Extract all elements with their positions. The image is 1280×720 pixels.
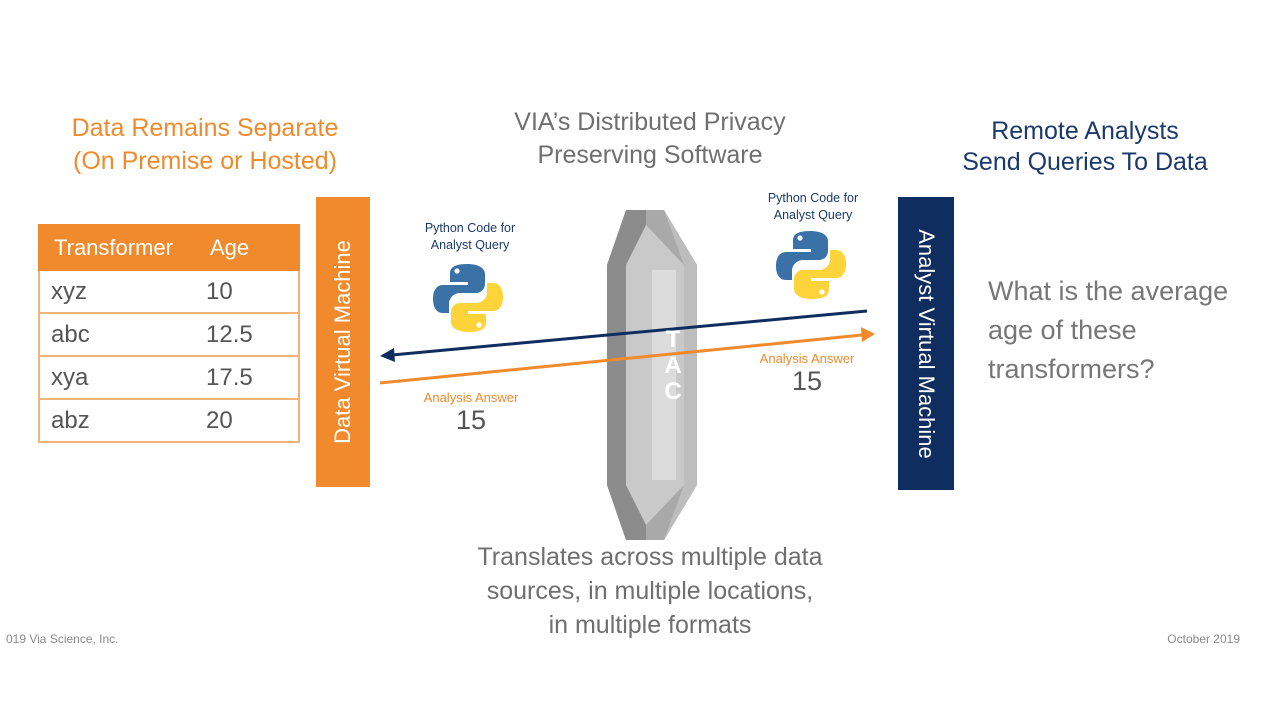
table-cell: 12.5	[195, 312, 300, 357]
tac-letter: A	[664, 352, 682, 379]
table-header-row: Transformer Age	[38, 224, 300, 271]
heading-line: Send Queries To Data	[962, 148, 1208, 176]
python-logo-icon	[433, 264, 503, 332]
arrow-right-icon	[379, 327, 875, 385]
caption-line: Analyst Query	[430, 238, 510, 252]
answer-left: Analysis Answer 15	[401, 390, 541, 436]
caption-line: Python Code for	[767, 191, 859, 205]
table-row: abz 20	[38, 398, 300, 443]
transformer-table: Transformer Age xyz 10 abc 12.5 xya 17.5…	[38, 224, 300, 443]
description-line: sources, in multiple locations,	[486, 577, 814, 605]
caption-line: Analyst Query	[773, 208, 853, 222]
copyright-footer: 019 Via Science, Inc.	[6, 632, 119, 646]
translation-description: Translates across multiple data sources,…	[420, 540, 880, 642]
tac-label: T A C	[658, 327, 688, 405]
heading-line: VIA’s Distributed Privacy	[514, 108, 786, 136]
python-caption-left: Python Code for Analyst Query	[395, 220, 545, 254]
table-row: abc 12.5	[38, 312, 300, 357]
tac-prism-icon	[607, 210, 697, 540]
heading-line: Data Remains Separate	[71, 114, 339, 142]
caption-line: Python Code for	[424, 221, 516, 235]
answer-label: Analysis Answer	[759, 351, 855, 366]
table-cell: 10	[195, 269, 300, 314]
answer-value: 15	[455, 405, 487, 435]
table-cell: xyz	[38, 269, 195, 314]
analyst-question: What is the average age of these transfo…	[988, 276, 1229, 384]
description-line: in multiple formats	[548, 611, 752, 639]
heading-line: (On Premise or Hosted)	[73, 147, 337, 175]
tac-letter: T	[665, 326, 681, 353]
tac-letter: C	[664, 378, 682, 405]
column-header: Age	[194, 224, 300, 271]
analysts-heading: Remote Analysts Send Queries To Data	[930, 116, 1240, 178]
python-logo-icon	[776, 231, 846, 299]
arrow-left-icon	[380, 309, 868, 362]
table-cell: abc	[38, 312, 195, 357]
description-line: Translates across multiple data	[477, 543, 823, 571]
table-cell: 20	[195, 398, 300, 443]
date-footer: October 2019	[1167, 632, 1240, 646]
table-cell: abz	[38, 398, 195, 443]
software-heading: VIA’s Distributed Privacy Preserving Sof…	[470, 106, 830, 172]
python-caption-right: Python Code for Analyst Query	[738, 190, 888, 224]
heading-line: Remote Analysts	[991, 117, 1179, 145]
table-row: xyz 10	[38, 269, 300, 314]
answer-value: 15	[791, 366, 823, 396]
column-header: Transformer	[38, 224, 196, 271]
table-cell: xya	[38, 355, 195, 400]
answer-right: Analysis Answer 15	[737, 351, 877, 397]
table-cell: 17.5	[195, 355, 300, 400]
table-row: xya 17.5	[38, 355, 300, 400]
data-separate-heading: Data Remains Separate (On Premise or Hos…	[40, 112, 370, 178]
analyst-virtual-machine: Analyst Virtual Machine	[898, 197, 954, 490]
heading-line: Preserving Software	[537, 141, 763, 169]
answer-label: Analysis Answer	[423, 390, 519, 405]
data-virtual-machine: Data Virtual Machine	[316, 197, 370, 487]
